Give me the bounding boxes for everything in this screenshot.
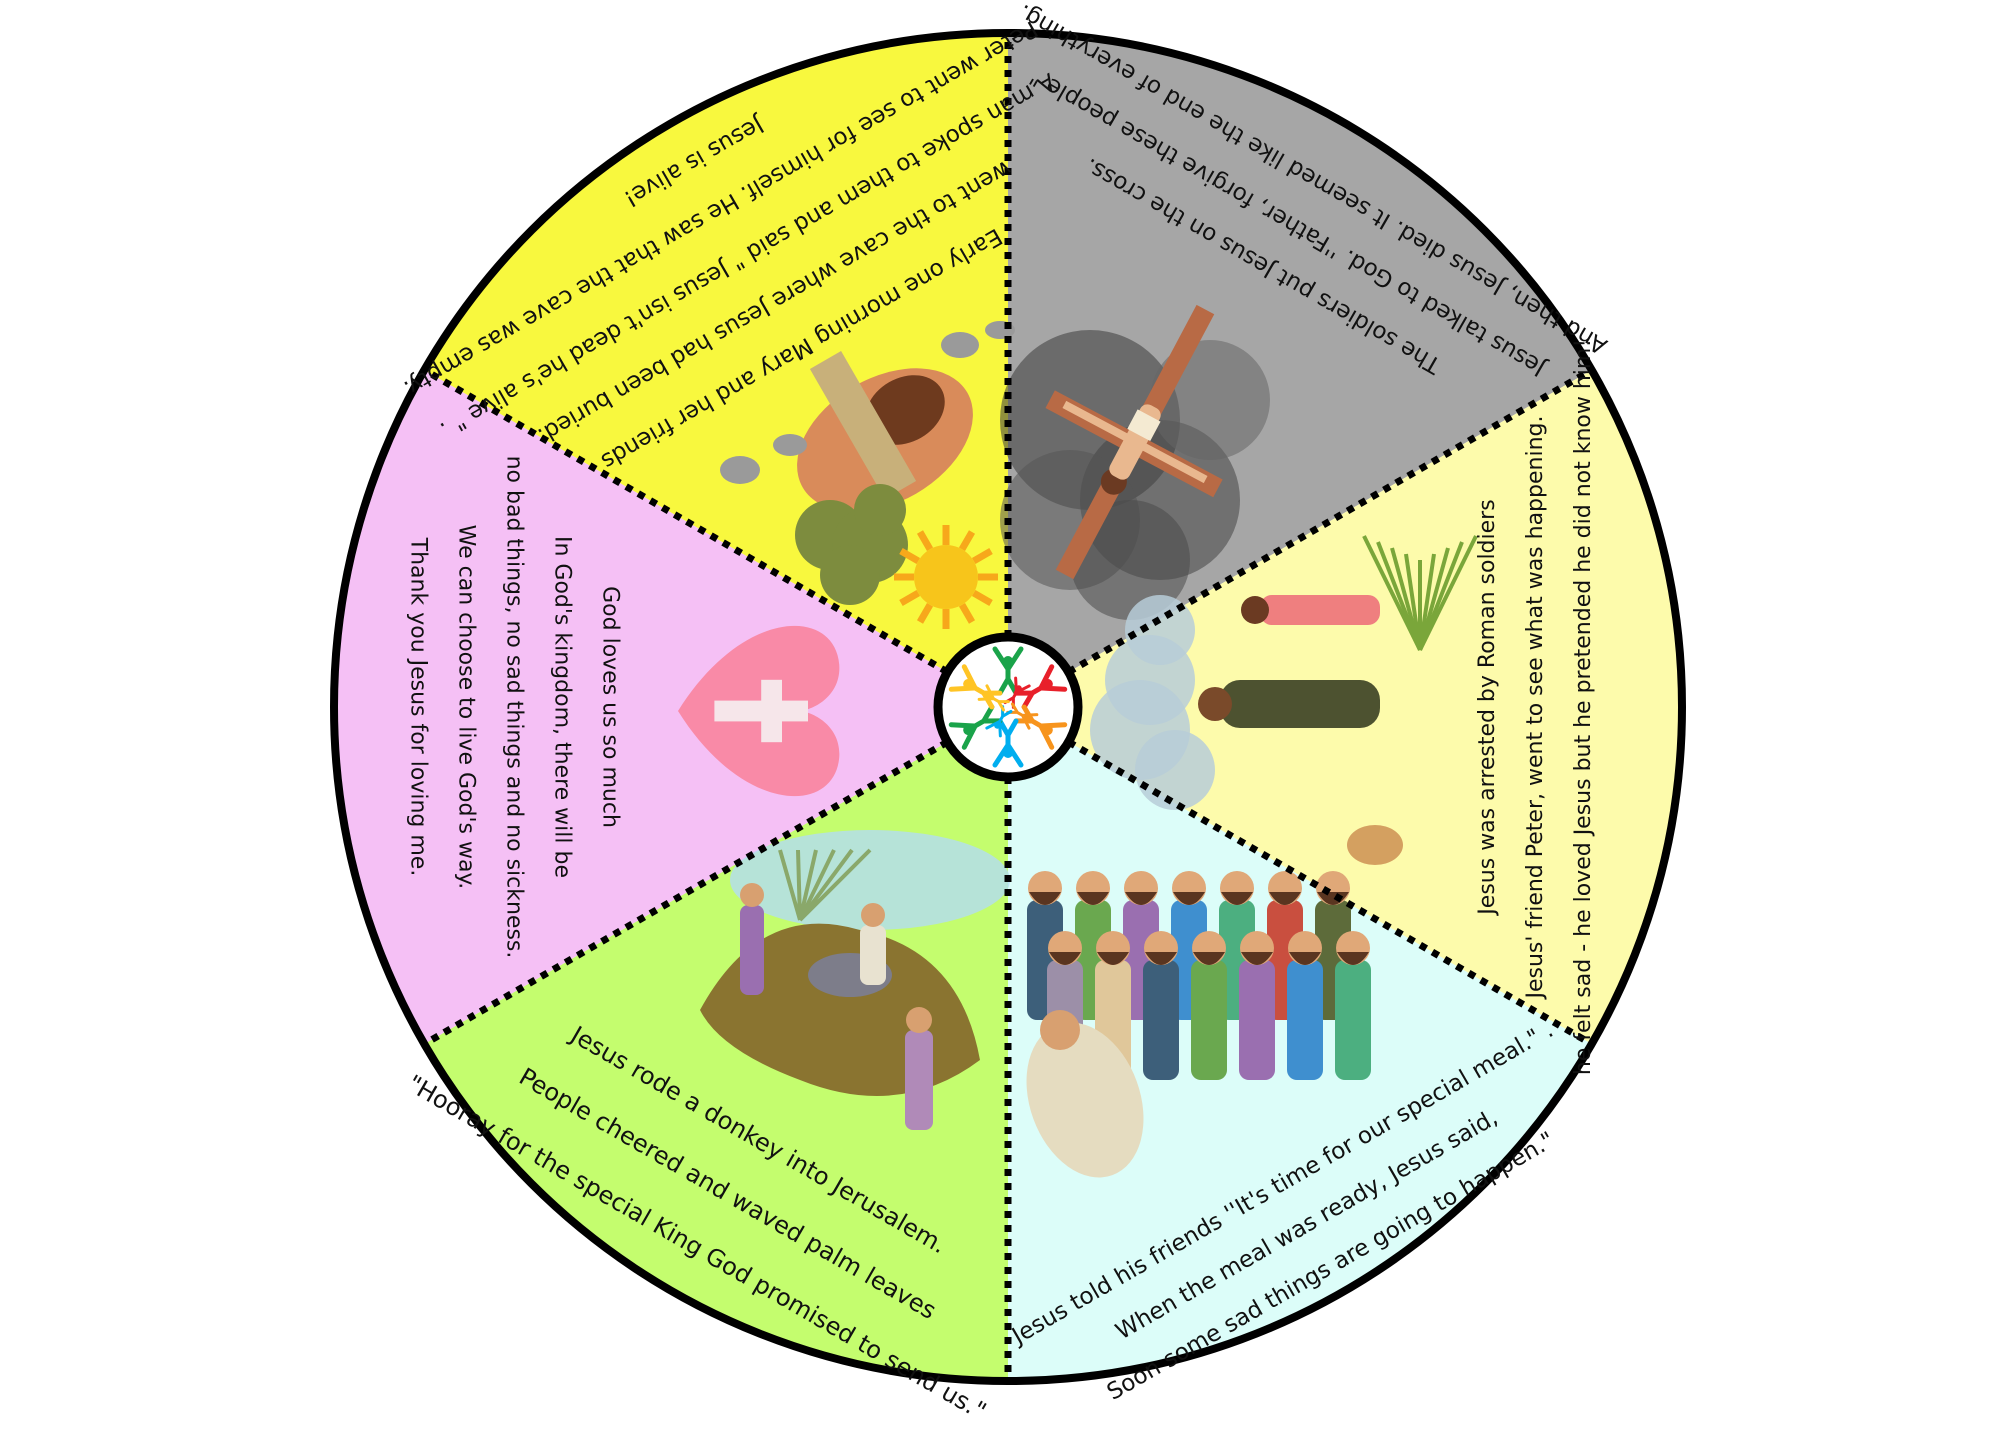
story-line: he felt sad - he loved Jesus but he pret… [1571,338,1597,1076]
heart-cross-icon [678,625,840,797]
person-figure [992,718,1024,768]
person-figure [1013,704,1068,750]
dotted-separator [422,738,950,1048]
story-line: In God's kingdom, there will be [548,535,574,879]
story-line: Thank you Jesus for loving me. [404,537,430,877]
center-logo [933,632,1083,782]
dotted-separator [1066,366,1594,676]
person-figure [1013,664,1068,710]
cross-icon [1000,304,1270,620]
wheel-rim [330,29,1686,1385]
segment-text-arrest: Jesus was arrested by Roman soldiers Jesu… [1464,339,1608,1075]
arrest-scene-icon [1090,535,1478,865]
dotted-separator [422,366,950,676]
wedge-gods-kingdom [334,370,1008,1044]
story-line: God loves us so much [596,586,622,828]
donkey-entry-icon [700,830,1010,1130]
person-figure [977,684,1010,712]
story-line: We can choose to live God's way. [452,524,478,890]
person-figure [985,705,1013,738]
story-line: Jesus was arrested by Roman soldiers [1475,499,1501,915]
sun-icon [894,525,998,629]
person-figure [1003,676,1031,709]
empty-tomb-icon [720,321,1015,512]
person-figure [948,664,1003,710]
people-circle-logo-icon [948,646,1068,768]
dotted-separator [1066,738,1594,1048]
story-line: Jesus' friend Peter, went to see what wa… [1523,415,1549,999]
person-figure [1006,702,1039,730]
bush-icon [795,484,908,605]
person-figure [948,704,1003,750]
person-figure [992,646,1024,696]
disciples-icon [1026,871,1371,1178]
